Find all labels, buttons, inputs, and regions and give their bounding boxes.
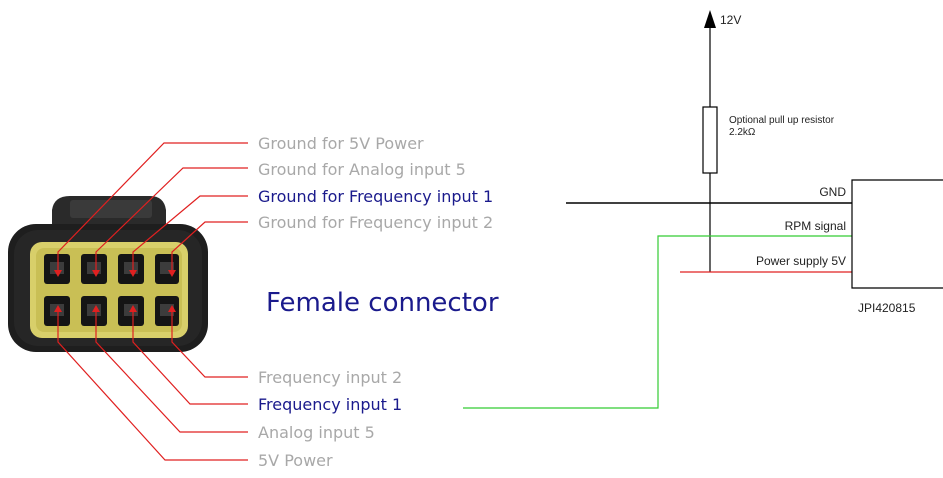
supply-arrow-icon: [704, 10, 716, 28]
label-5v-power: 5V Power: [258, 451, 333, 470]
pin-gnd-label: GND: [819, 185, 846, 199]
label-ground-analog-input-5: Ground for Analog input 5: [258, 160, 466, 179]
leader-top-4: [171, 221, 248, 270]
leader-top-1: [57, 142, 248, 270]
rpm-signal-wire: [463, 235, 852, 409]
label-ground-frequency-input-2: Ground for Frequency input 2: [258, 213, 493, 232]
label-frequency-input-1: Frequency input 1: [258, 395, 402, 414]
label-ground-frequency-input-1: Ground for Frequency input 1: [258, 187, 493, 206]
leader-top-3: [132, 195, 248, 270]
female-connector-illustration: [8, 196, 208, 352]
pin-leader-arrowheads: [54, 270, 176, 312]
resistor-label: Optional pull up resistor: [729, 115, 835, 126]
leader-bottom-2: [132, 312, 248, 405]
device-jpi420815: GND RPM signal Power supply 5V JPI420815: [756, 179, 943, 315]
label-analog-input-5: Analog input 5: [258, 423, 375, 442]
device-id-label: JPI420815: [858, 301, 916, 315]
connector-title: Female connector: [266, 288, 499, 318]
pin-leader-lines: [57, 142, 248, 461]
leader-bottom-1: [171, 312, 248, 378]
pin-power-label: Power supply 5V: [756, 254, 846, 268]
leader-top-2: [95, 167, 248, 270]
supply-12v: 12V: [704, 10, 741, 107]
resistor-icon: [702, 106, 718, 174]
resistor-value: 2.2kΩ: [729, 127, 756, 138]
supply-label: 12V: [720, 13, 741, 27]
label-frequency-input-2: Frequency input 2: [258, 368, 402, 387]
leader-bottom-3: [95, 312, 248, 433]
leader-bottom-4: [57, 312, 248, 461]
label-ground-5v-power: Ground for 5V Power: [258, 134, 424, 153]
pin-rpm-label: RPM signal: [785, 219, 846, 233]
pull-up-resistor: Optional pull up resistor 2.2kΩ: [702, 106, 835, 272]
